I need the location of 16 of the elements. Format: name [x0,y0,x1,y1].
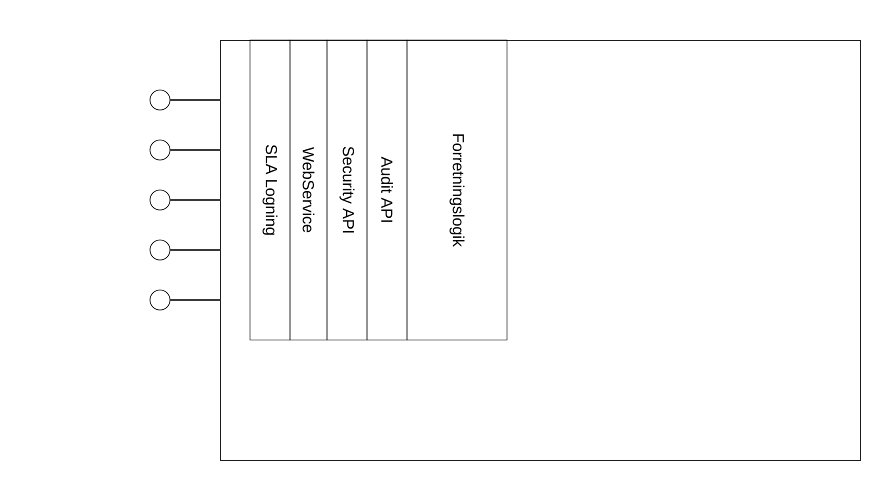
connector-line [170,249,220,251]
container-box [220,40,861,461]
connector-line [170,299,220,301]
interface-circle [150,290,170,310]
connector-line [170,199,220,201]
connector-line [170,99,220,101]
interface-circle [150,240,170,260]
interface-circle [150,90,170,110]
interface-circle [150,190,170,210]
layer-column: WebService [290,40,328,340]
layer-column: Audit API [366,40,408,340]
connector-line [170,149,220,151]
layer-column: SLA Logning [250,40,290,340]
layer-column: Forretningslogik [406,40,508,340]
interface-circle [150,140,170,160]
layer-column: Security API [326,40,368,340]
